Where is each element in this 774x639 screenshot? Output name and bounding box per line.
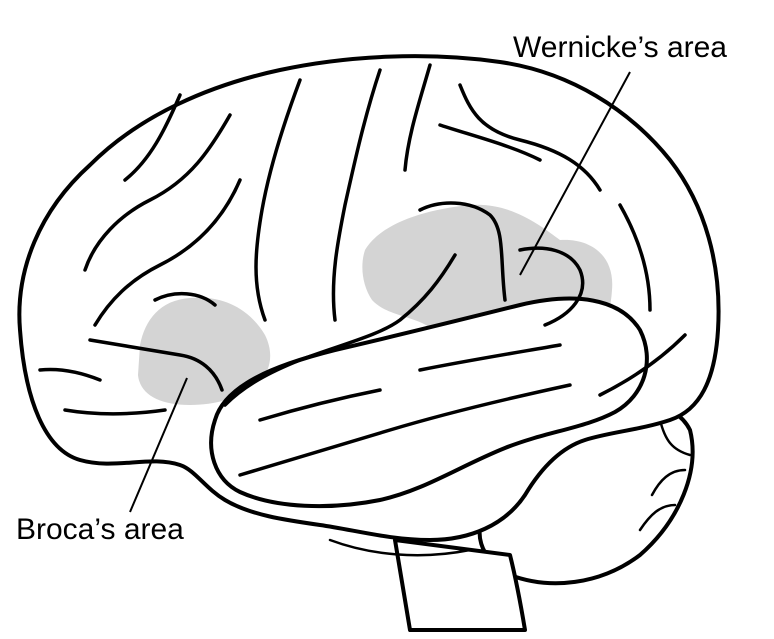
brocas-area-label: Broca’s area	[16, 515, 184, 545]
brainstem	[395, 540, 525, 630]
wernickes-area-label: Wernicke’s area	[513, 33, 727, 63]
